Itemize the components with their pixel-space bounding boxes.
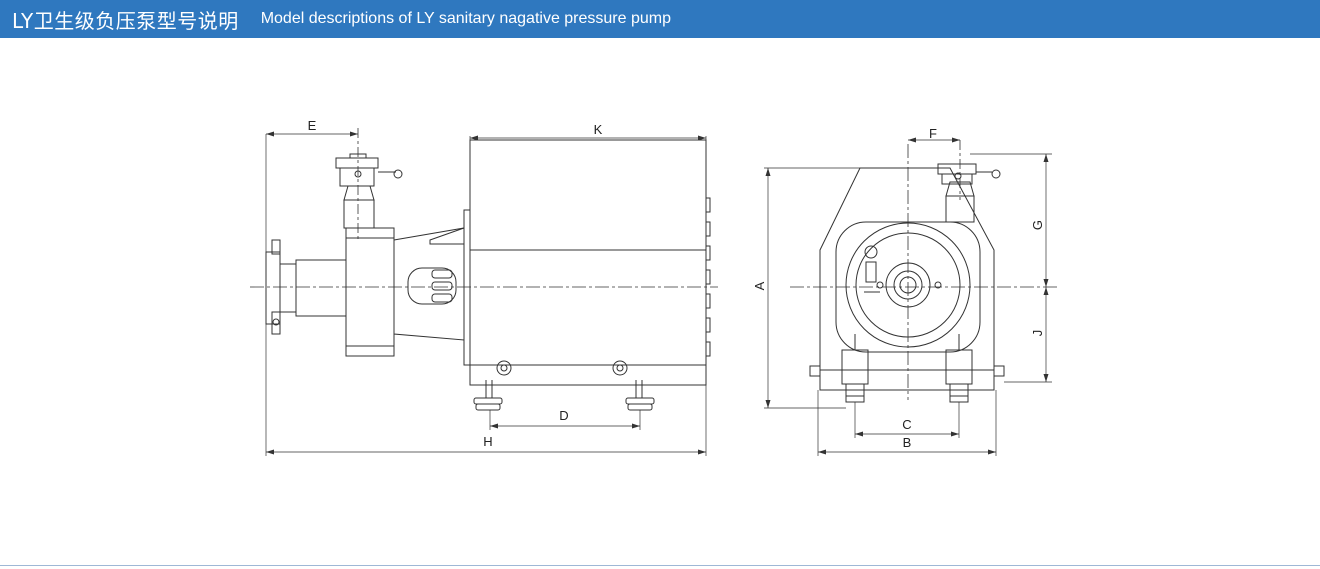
dim-label-G: G [1030, 220, 1045, 230]
side-view [250, 128, 718, 456]
dim-label-J: J [1030, 330, 1045, 337]
title-english: Model descriptions of LY sanitary nagati… [260, 10, 671, 27]
front-casing-circle [845, 222, 971, 348]
right-foot [945, 349, 973, 385]
bracket [393, 227, 465, 341]
dim-label-F: F [929, 126, 937, 141]
bracket-window [407, 267, 457, 305]
dim-label-A: A [752, 281, 767, 290]
motor-housing [469, 139, 707, 386]
dim-label-K: K [594, 122, 603, 137]
dim-label-D: D [559, 408, 568, 423]
title-chinese: LY卫生级负压泵型号说明 [12, 8, 239, 33]
front-casing [835, 221, 981, 353]
outlet-flange [335, 157, 379, 169]
dim-label-E: E [308, 118, 317, 133]
inlet-ring [885, 262, 931, 308]
inlet-pipe [295, 259, 347, 317]
outlet-pipe [343, 199, 375, 229]
motor-fins [705, 197, 711, 357]
bottom-divider [0, 565, 1320, 566]
left-foot [841, 349, 869, 385]
pump-casing [345, 227, 395, 357]
dim-label-H: H [483, 434, 492, 449]
front-view [764, 137, 1060, 456]
side-feet [473, 360, 655, 411]
dim-label-B: B [903, 435, 912, 450]
dim-label-C: C [902, 417, 911, 432]
inlet-flange [265, 251, 281, 325]
title-bar: LY卫生级负压泵型号说明 Model descriptions of LY sa… [0, 0, 1320, 38]
